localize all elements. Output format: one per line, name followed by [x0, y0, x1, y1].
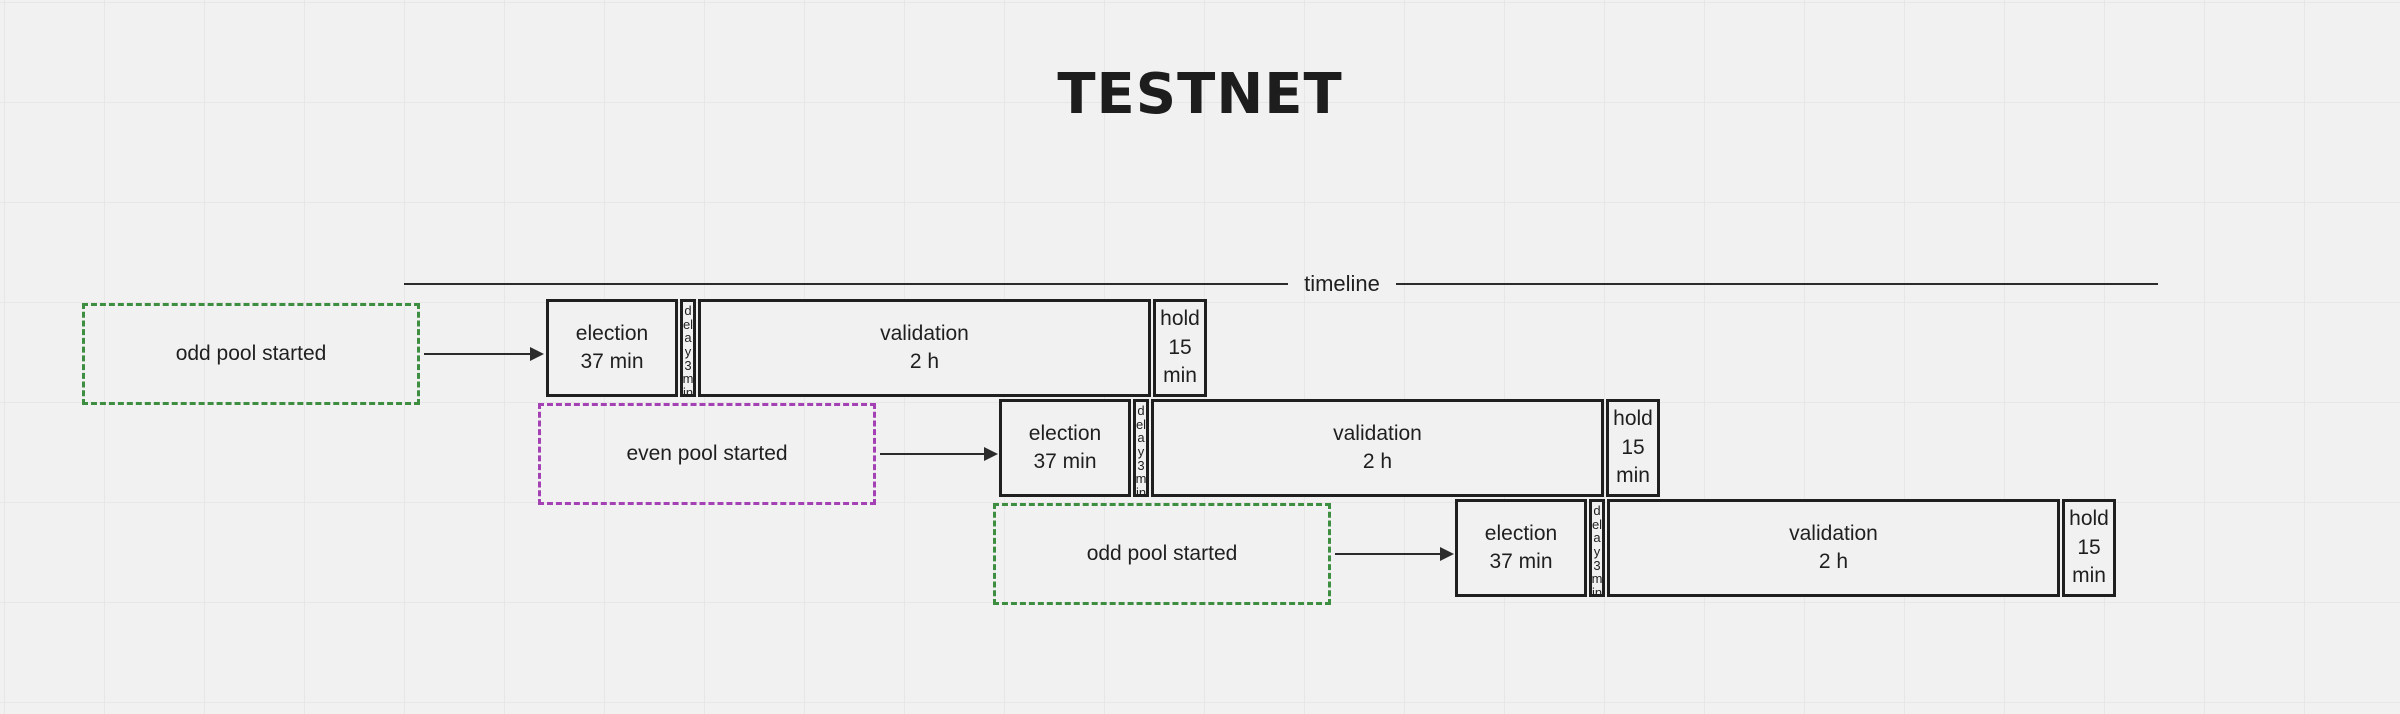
- phase-label-line2: 15: [1621, 435, 1645, 459]
- phase-label-line1: delay 3 min: [682, 303, 694, 397]
- event-box-even-pool-started[interactable]: even pool started: [538, 403, 876, 505]
- connector-arrow-2: [880, 445, 998, 463]
- phase-box-hold[interactable]: hold 15 min: [1153, 299, 1207, 397]
- phase-box-validation[interactable]: validation 2 h: [1607, 499, 2060, 597]
- phase-label-line1: delay 3 min: [1591, 503, 1603, 597]
- phase-box-delay[interactable]: delay 3 min: [1133, 399, 1149, 497]
- phase-label-line1: validation: [1789, 521, 1878, 545]
- phase-label-line1: hold: [1160, 307, 1200, 331]
- phase-row-3: election 37 min delay 3 min validation 2…: [1455, 499, 2116, 597]
- phase-row-1: election 37 min delay 3 min validation 2…: [546, 299, 1207, 397]
- phase-box-election[interactable]: election 37 min: [999, 399, 1131, 497]
- page-title: TESTNET: [1057, 62, 1343, 127]
- event-label: odd pool started: [1086, 542, 1238, 565]
- phase-label-line1: validation: [880, 321, 969, 345]
- phase-label-line2: 37 min: [580, 350, 644, 373]
- phase-box-election[interactable]: election 37 min: [1455, 499, 1587, 597]
- connector-arrow-1: [424, 345, 544, 363]
- arrow-shaft: [880, 453, 986, 455]
- timeline-axis: timeline: [404, 272, 2158, 296]
- phase-label-line2: 2 h: [1818, 550, 1849, 573]
- phase-label-line1: validation: [1333, 421, 1422, 445]
- arrow-head-icon: [984, 447, 998, 461]
- phase-label-line3: min: [1163, 364, 1197, 388]
- arrow-head-icon: [1440, 547, 1454, 561]
- phase-box-delay[interactable]: delay 3 min: [680, 299, 696, 397]
- phase-label-line2: 37 min: [1033, 450, 1097, 473]
- timeline-label: timeline: [1304, 271, 1380, 296]
- arrow-shaft: [424, 353, 532, 355]
- arrow-shaft: [1335, 553, 1442, 555]
- phase-label-line1: election: [1028, 421, 1102, 445]
- event-box-odd-pool-started-1[interactable]: odd pool started: [82, 303, 420, 405]
- phase-label-line2: 15: [1168, 335, 1192, 359]
- phase-box-validation[interactable]: validation 2 h: [698, 299, 1151, 397]
- phase-label-line1: election: [1484, 521, 1558, 545]
- phase-box-hold[interactable]: hold 15 min: [1606, 399, 1660, 497]
- phase-box-election[interactable]: election 37 min: [546, 299, 678, 397]
- phase-label-line2: 15: [2077, 535, 2101, 559]
- phase-label-line3: min: [1616, 464, 1650, 488]
- phase-label-line1: hold: [1613, 407, 1653, 431]
- event-label: even pool started: [626, 442, 788, 465]
- timeline-rule-right-segment: [1396, 283, 2158, 285]
- arrow-head-icon: [530, 347, 544, 361]
- phase-box-validation[interactable]: validation 2 h: [1151, 399, 1604, 497]
- phase-label-line1: delay 3 min: [1135, 403, 1147, 497]
- phase-label-line3: min: [2072, 564, 2106, 588]
- phase-label-line2: 37 min: [1489, 550, 1553, 573]
- timeline-rule-left-segment: [404, 283, 1288, 285]
- event-label: odd pool started: [175, 342, 327, 365]
- connector-arrow-3: [1335, 545, 1454, 563]
- phase-label-line1: election: [575, 321, 649, 345]
- phase-row-2: election 37 min delay 3 min validation 2…: [999, 399, 1660, 497]
- phase-label-line1: hold: [2069, 507, 2109, 531]
- phase-box-hold[interactable]: hold 15 min: [2062, 499, 2116, 597]
- phase-label-line2: 2 h: [1362, 450, 1393, 473]
- event-box-odd-pool-started-2[interactable]: odd pool started: [993, 503, 1331, 605]
- phase-box-delay[interactable]: delay 3 min: [1589, 499, 1605, 597]
- phase-label-line2: 2 h: [909, 350, 940, 373]
